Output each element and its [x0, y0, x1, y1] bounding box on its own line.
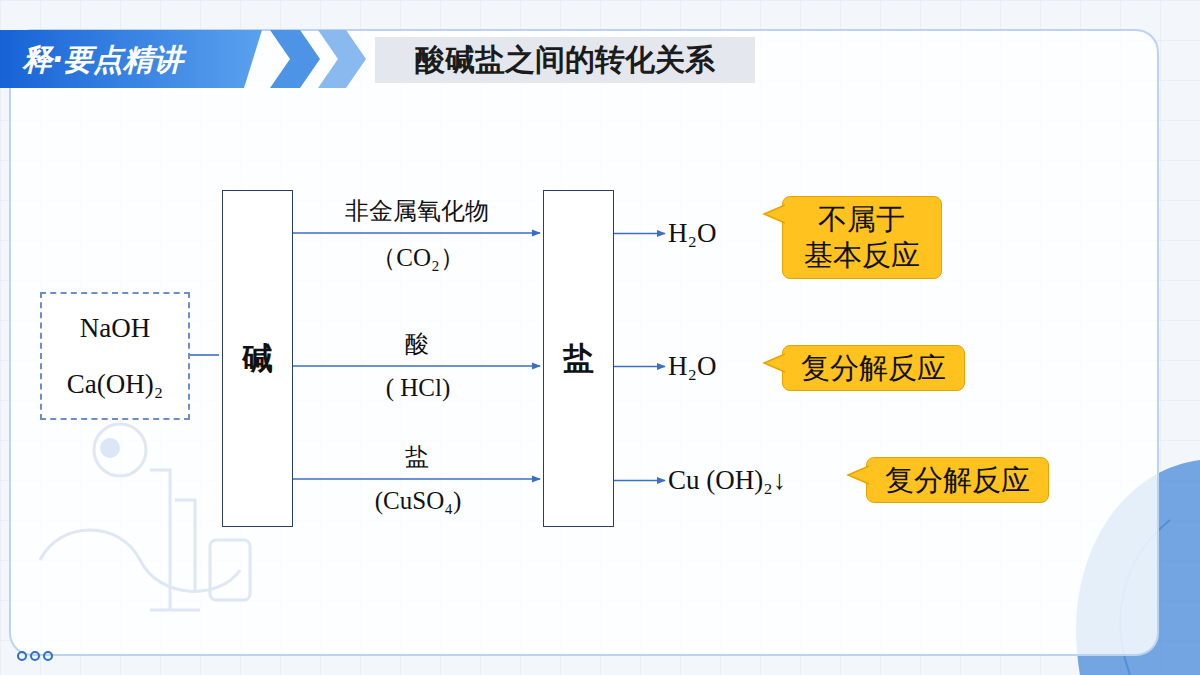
reaction-callout: 复分解反应 [866, 457, 1049, 503]
product-formula: Cu (OH)₂↓ [668, 465, 786, 496]
node-text: 盐 [563, 338, 594, 380]
title-box: 酸碱盐之间的转化关系 [375, 37, 755, 83]
node-text: NaOH [80, 313, 150, 344]
connector-arrow [614, 480, 665, 482]
node-text: 复分解反应 [801, 350, 946, 386]
node-text: Cu (OH)₂↓ [668, 465, 786, 496]
product-formula: H₂O [668, 218, 716, 249]
edge-label: 盐 [405, 441, 429, 473]
category-box: 碱 [222, 190, 293, 527]
title-text: 酸碱盐之间的转化关系 [415, 40, 715, 81]
reaction-callout: 复分解反应 [782, 345, 965, 391]
section-header: 释·要点精讲 [22, 40, 183, 81]
category-box: 盐 [543, 190, 614, 527]
connector-arrow [190, 354, 219, 356]
edge-label: 酸 [405, 328, 429, 360]
node-text: H₂O [668, 218, 716, 249]
callout-tail [764, 203, 785, 225]
callout-tail [848, 464, 869, 486]
node-text: H₂O [668, 351, 716, 382]
node-text: 复分解反应 [885, 462, 1030, 498]
connector-arrow [293, 232, 540, 234]
callout-tail [764, 352, 785, 374]
connector-arrow [614, 366, 665, 368]
formula-label: （CO₂） [371, 241, 464, 274]
formula-label: (CuSO₄) [375, 487, 462, 515]
node-text: Ca(OH)₂ [67, 369, 163, 400]
node-text: 碱 [242, 338, 273, 380]
reaction-callout: 不属于 基本反应 [782, 196, 942, 279]
product-formula: H₂O [668, 351, 716, 382]
formula-label: ( HCl) [386, 374, 451, 402]
edge-label: 非金属氧化物 [345, 195, 489, 227]
connector-arrow [293, 478, 540, 480]
connector-arrow [614, 233, 665, 235]
connector-arrow [293, 365, 540, 367]
base-examples-box: NaOH Ca(OH)₂ [40, 292, 190, 420]
node-text: 不属于 基本反应 [801, 201, 923, 274]
